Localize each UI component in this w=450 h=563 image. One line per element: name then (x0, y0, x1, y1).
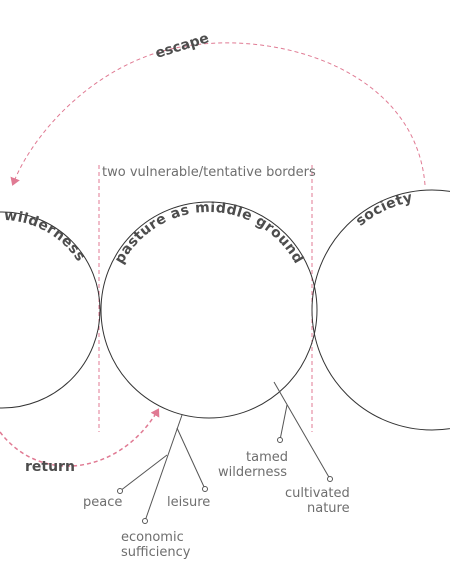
label-tamed: tamed (246, 450, 288, 465)
circle-society (311, 189, 450, 431)
label-cultivated: cultivated (285, 486, 350, 501)
label-nature: nature (307, 501, 350, 516)
label-sufficiency: sufficiency (121, 545, 191, 560)
dot-cultivated (327, 476, 333, 482)
dot-economic (142, 518, 148, 524)
dot-tamed (277, 437, 283, 443)
circle-wilderness (0, 211, 101, 409)
label-wilderness: pasture as wilderness (0, 208, 88, 265)
label-economic: economic (121, 530, 184, 545)
dot-leisure (202, 486, 208, 492)
escape-arrow (10, 42, 426, 186)
label-tamed-wilderness: wilderness (218, 465, 287, 480)
leader-leisure (176, 427, 206, 490)
label-middle-ground: pasture as middle ground (112, 200, 307, 267)
label-leisure: leisure (167, 495, 210, 510)
leader-main-left (144, 414, 183, 522)
label-peace: peace (83, 495, 122, 510)
label-society: society (353, 190, 414, 230)
leader-peace (119, 454, 168, 492)
return-arrow (0, 408, 160, 467)
return-label: return (25, 459, 75, 475)
leader-tamed (279, 404, 288, 441)
borders-title: two vulnerable/tentative borders (102, 165, 316, 180)
escape-label: escape (153, 30, 210, 61)
circle-middle-ground (100, 201, 318, 419)
dot-peace (117, 488, 123, 494)
leader-main-right (273, 381, 331, 480)
